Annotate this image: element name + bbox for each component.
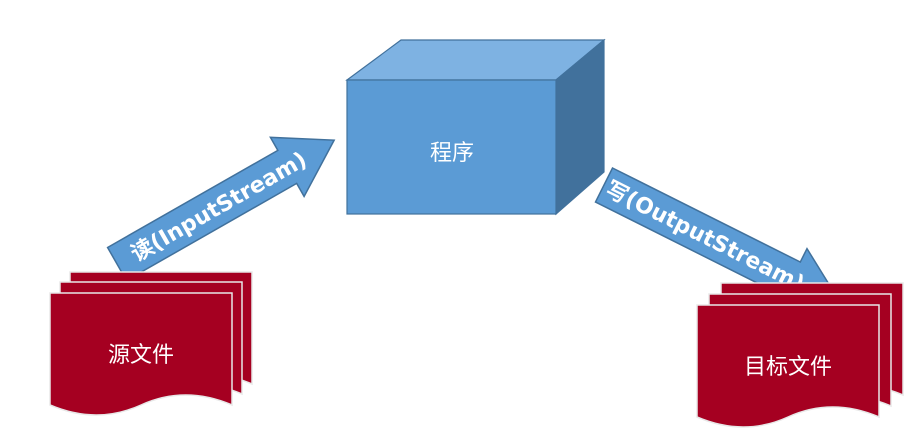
target-file-doc-front (696, 304, 880, 428)
write-arrow-label: 写(OutputStream) (601, 177, 808, 297)
source-file: 源文件 (49, 271, 253, 416)
target-file: 目标文件 (696, 282, 904, 428)
program-label: 程序 (430, 141, 474, 166)
read-arrow: 读(InputStream) (106, 136, 336, 282)
target-file-label: 目标文件 (744, 355, 832, 380)
program-box-front-face (346, 79, 557, 215)
read-arrow-shape (106, 136, 336, 282)
source-file-doc-front (49, 292, 233, 416)
read-arrow-label: 读(InputStream) (127, 148, 311, 268)
source-file-label: 源文件 (108, 343, 174, 368)
program-box: 程序 (345, 38, 606, 216)
